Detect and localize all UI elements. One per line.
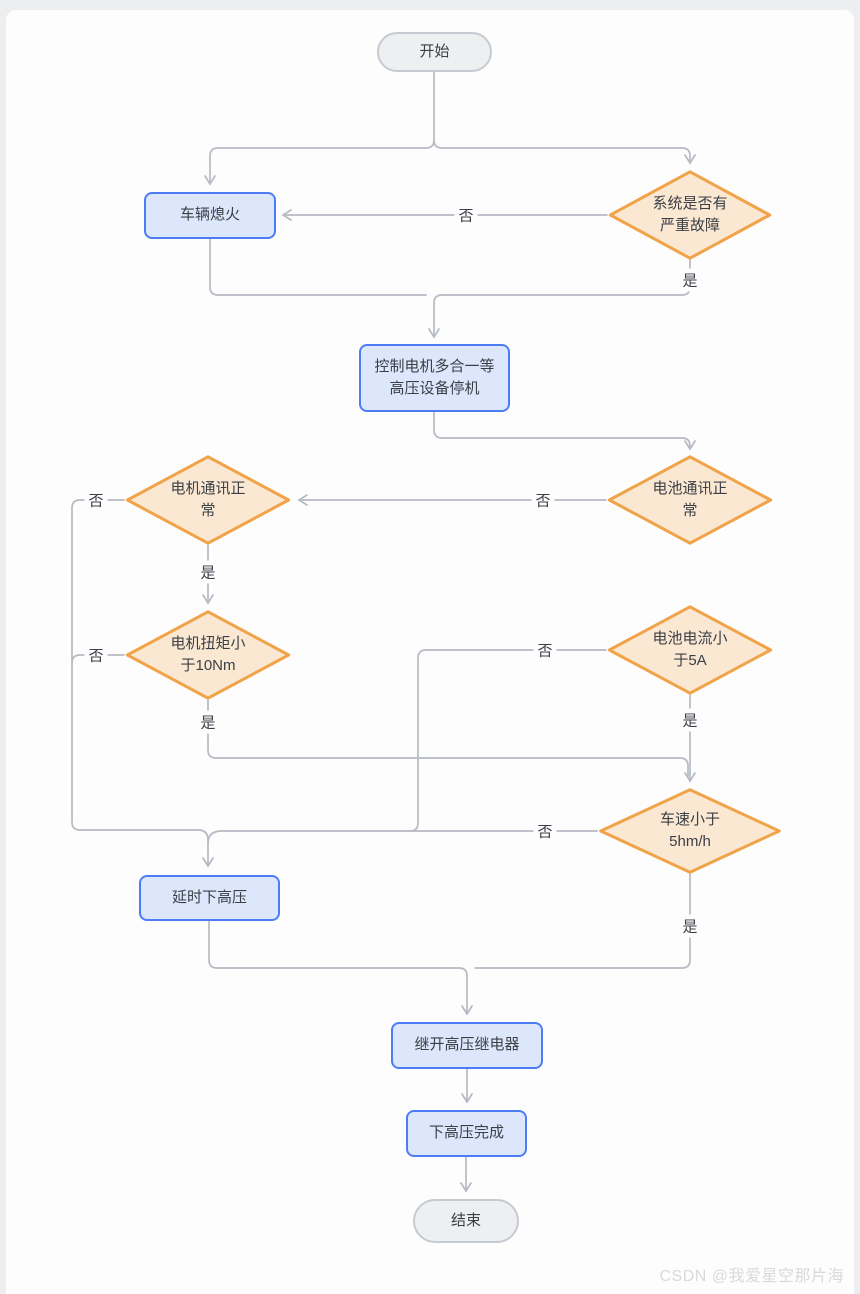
edge-label-yes: 是: [196, 560, 220, 584]
diamond-shape: [597, 788, 783, 874]
decision-motor-torque-label: 电机扭矩小 于10Nm: [170, 634, 246, 675]
process-stop-hv-devices: 控制电机多合一等 高压设备停机: [359, 344, 510, 412]
edge-label-yes: 是: [678, 914, 702, 938]
diamond-shape: [606, 455, 774, 545]
decision-vehicle-speed-label: 车速小于 5hm/h: [659, 810, 720, 851]
decision-motor-torque: 电机扭矩小 于10Nm: [124, 610, 292, 700]
edge-label-no: 否: [531, 488, 555, 512]
decision-system-fault: 系统是否有 严重故障: [607, 170, 773, 260]
decision-battery-current: 电池电流小 于5A: [606, 605, 774, 695]
edge-label-yes: 是: [678, 268, 702, 292]
edge-label-no: 否: [533, 638, 557, 662]
process-delay-hv-down: 延时下高压: [139, 875, 280, 921]
decision-system-fault-label: 系统是否有 严重故障: [652, 194, 728, 235]
decision-motor-comm-label: 电机通讯正 常: [170, 479, 246, 520]
end-node: 结束: [413, 1199, 519, 1243]
diamond-shape: [124, 455, 292, 545]
diamond-shape: [607, 170, 773, 260]
decision-vehicle-speed: 车速小于 5hm/h: [597, 788, 783, 874]
edge-label-no: 否: [84, 488, 108, 512]
decision-battery-comm: 电池通讯正 常: [606, 455, 774, 545]
process-hv-down-done-label: 下高压完成: [428, 1124, 504, 1142]
edge-label-yes: 是: [678, 708, 702, 732]
edge-label-no: 否: [533, 819, 557, 843]
process-vehicle-off: 车辆熄火: [144, 192, 276, 239]
csdn-watermark: CSDN @我爱星空那片海: [659, 1268, 844, 1285]
decision-battery-current-label: 电池电流小 于5A: [652, 629, 728, 670]
decision-motor-comm: 电机通讯正 常: [124, 455, 292, 545]
decision-battery-comm-label: 电池通讯正 常: [652, 479, 728, 520]
process-stop-hv-devices-label: 控制电机多合一等 高压设备停机: [374, 357, 495, 398]
edge-label-no: 否: [454, 203, 478, 227]
process-open-hv-relay: 继开高压继电器: [391, 1022, 543, 1069]
edge-label-yes: 是: [196, 710, 220, 734]
start-label: 开始: [419, 42, 450, 60]
diamond-shape: [606, 605, 774, 695]
diamond-shape: [124, 610, 292, 700]
process-hv-down-done: 下高压完成: [406, 1110, 527, 1157]
process-vehicle-off-label: 车辆熄火: [179, 206, 240, 224]
start-node: 开始: [377, 32, 492, 72]
process-delay-hv-down-label: 延时下高压: [171, 888, 247, 906]
edge-label-no: 否: [84, 643, 108, 667]
process-open-hv-relay-label: 继开高压继电器: [414, 1036, 520, 1054]
end-label: 结束: [450, 1211, 481, 1229]
